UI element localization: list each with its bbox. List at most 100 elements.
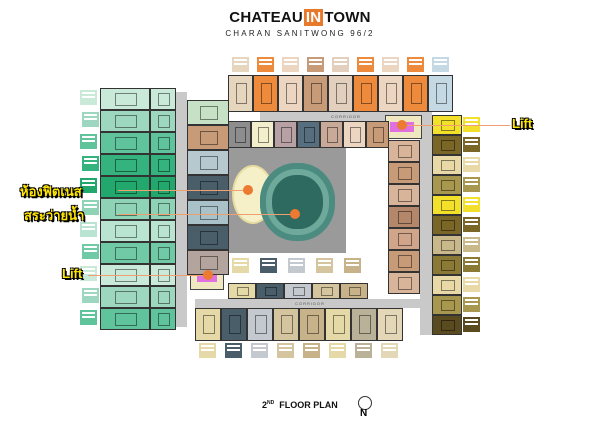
unit-left-inner — [187, 200, 229, 225]
unit-right-outer — [432, 275, 462, 295]
unit-tag — [199, 343, 216, 358]
unit-top-inner — [343, 121, 366, 148]
unit-top — [278, 75, 303, 112]
unit-right-outer — [432, 255, 462, 275]
brand-text-in: IN — [303, 9, 324, 26]
unit-right-inner — [388, 162, 420, 184]
unit-tag — [277, 343, 294, 358]
unit-bottom-inner — [228, 283, 256, 299]
unit-left-mid — [150, 308, 176, 330]
unit-tag — [232, 258, 249, 273]
unit-tag — [382, 57, 399, 72]
unit-left-outer — [100, 220, 150, 242]
unit-left-outer — [100, 110, 150, 132]
brand-text-left: CHATEAU — [229, 9, 303, 26]
unit-bottom — [351, 308, 377, 341]
unit-bottom-inner — [256, 283, 284, 299]
unit-left-inner — [187, 225, 229, 250]
unit-tag — [407, 57, 424, 72]
unit-tag — [463, 117, 480, 132]
unit-tag — [463, 237, 480, 252]
unit-tag — [303, 343, 320, 358]
project-subtitle: CHARAN SANITWONG 96/2 — [225, 29, 375, 38]
unit-left-inner — [187, 150, 229, 175]
unit-tag — [432, 57, 449, 72]
unit-tag — [80, 90, 97, 105]
lift-right-label: Lift — [512, 116, 533, 131]
unit-tag — [329, 343, 346, 358]
unit-left-outer — [100, 176, 150, 198]
unit-left-outer — [100, 308, 150, 330]
lift-right-marker — [397, 120, 407, 130]
unit-tag — [225, 343, 242, 358]
unit-left-inner — [187, 175, 229, 200]
unit-left-outer — [100, 154, 150, 176]
unit-top — [328, 75, 353, 112]
unit-tag — [260, 258, 277, 273]
unit-tag — [316, 258, 333, 273]
unit-left-inner — [187, 125, 229, 150]
unit-tag — [344, 258, 361, 273]
unit-tag — [307, 57, 324, 72]
unit-right-inner — [388, 140, 420, 162]
unit-tag — [463, 257, 480, 272]
unit-tag — [82, 288, 99, 303]
unit-left-outer — [100, 88, 150, 110]
unit-tag — [463, 297, 480, 312]
unit-left-mid — [150, 176, 176, 198]
north-label: N — [360, 408, 368, 419]
unit-right-inner — [388, 184, 420, 206]
unit-top-inner — [297, 121, 320, 148]
unit-tag — [82, 244, 99, 259]
unit-left-mid — [150, 242, 176, 264]
unit-left-outer — [100, 242, 150, 264]
unit-bottom — [299, 308, 325, 341]
unit-tag — [80, 178, 97, 193]
corridor-bottom: CORRIDOR — [195, 299, 425, 308]
brand-text-right: TOWN — [324, 9, 371, 26]
unit-tag — [251, 343, 268, 358]
unit-left-mid — [150, 132, 176, 154]
unit-left-inner — [187, 100, 229, 125]
unit-right-outer — [432, 315, 462, 335]
unit-tag — [463, 157, 480, 172]
unit-top — [378, 75, 403, 112]
unit-tag — [463, 137, 480, 152]
unit-tag — [463, 277, 480, 292]
unit-tag — [381, 343, 398, 358]
unit-top-inner — [366, 121, 389, 148]
unit-tag — [463, 177, 480, 192]
unit-right-inner — [388, 228, 420, 250]
unit-tag — [357, 57, 374, 72]
unit-tag — [82, 200, 99, 215]
unit-left-mid — [150, 220, 176, 242]
unit-tag — [332, 57, 349, 72]
unit-tag — [80, 266, 97, 281]
unit-right-inner — [388, 272, 420, 294]
unit-right-inner — [388, 206, 420, 228]
unit-left-outer — [100, 286, 150, 308]
unit-left-outer — [100, 132, 150, 154]
unit-bottom — [325, 308, 351, 341]
unit-left-mid — [150, 198, 176, 220]
pool-label: สระว่ายน้ำ — [24, 208, 85, 223]
swimming-pool — [260, 163, 335, 241]
unit-tag — [288, 258, 305, 273]
pool-marker — [290, 209, 300, 219]
unit-left-mid — [150, 88, 176, 110]
floor-plan-title: 2ND FLOOR PLAN — [262, 400, 338, 410]
corridor-top: CORRIDOR — [260, 112, 432, 121]
unit-bottom-inner — [284, 283, 312, 299]
unit-top — [303, 75, 328, 112]
unit-tag — [257, 57, 274, 72]
unit-tag — [355, 343, 372, 358]
unit-tag — [80, 310, 97, 325]
unit-top-inner — [274, 121, 297, 148]
unit-right-inner — [388, 250, 420, 272]
unit-top — [428, 75, 453, 112]
unit-tag — [463, 217, 480, 232]
fitness-label: ห้องฟิตเนส — [20, 184, 82, 199]
